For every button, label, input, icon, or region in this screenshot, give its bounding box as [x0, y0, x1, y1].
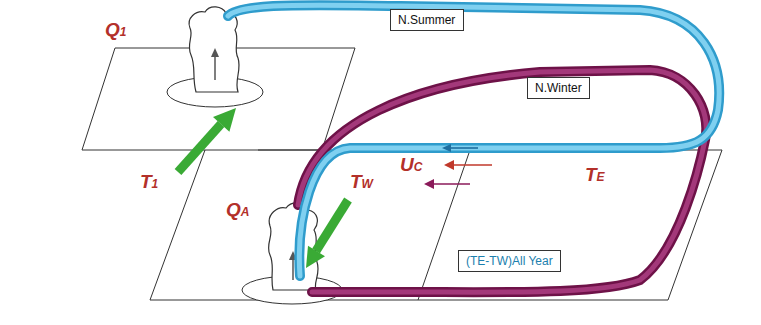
cumulus-cloud	[189, 7, 239, 92]
trade-wind-arrow	[316, 200, 348, 251]
summer-ribbon-core	[228, 5, 719, 276]
label-box: (TE-TW)All Year	[458, 250, 561, 272]
current-arrow-head	[444, 160, 454, 170]
summer-ribbon	[228, 5, 719, 276]
current-arrow	[452, 164, 492, 166]
trade-wind-head	[306, 246, 325, 268]
variable-label: QA	[226, 200, 249, 221]
trade-wind-arrow	[178, 124, 221, 172]
trade-wind-head	[213, 108, 236, 132]
label-box: N.Summer	[390, 9, 464, 31]
box-text: N.Winter	[535, 81, 582, 95]
updraft-arrow	[292, 258, 294, 280]
current-arrow	[432, 183, 470, 185]
variable-label: T1	[140, 172, 158, 193]
variable-label: UC	[400, 155, 422, 176]
variable-label: TE	[585, 165, 605, 186]
variable-label: Q1	[105, 20, 126, 41]
variable-label: TW	[350, 172, 373, 193]
flow-arrow-head	[442, 144, 451, 152]
updraft-head	[211, 48, 219, 57]
label-box: N.Winter	[527, 77, 590, 99]
winter-ribbon	[298, 70, 706, 292]
cumulus-cloud	[268, 203, 318, 290]
plane-divider	[418, 150, 470, 300]
flow-arrow	[450, 147, 478, 149]
box-text: N.Summer	[398, 13, 456, 27]
box-text: (TE-TW)All Year	[466, 254, 553, 268]
updraft-arrow	[214, 55, 216, 80]
current-arrow-head	[424, 179, 434, 189]
winter-ribbon-core	[298, 70, 706, 292]
